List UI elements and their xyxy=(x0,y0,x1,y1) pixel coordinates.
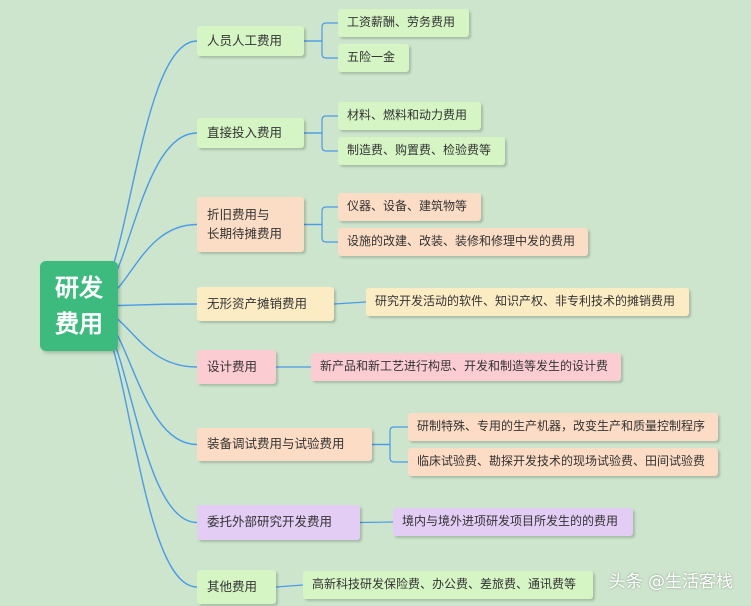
leaf-connector xyxy=(333,301,367,305)
branch-node[interactable]: 设计费用 xyxy=(197,350,276,384)
leaf-connector xyxy=(304,115,338,134)
leaf-node[interactable]: 境内与境外进项研发项目所发生的的费用 xyxy=(393,508,633,536)
leaf-connector xyxy=(304,132,338,152)
leaf-node[interactable]: 高新科技研发保险费、办公费、差旅费、通讯费等 xyxy=(303,571,593,599)
leaf-connector xyxy=(304,206,338,226)
leaf-node[interactable]: 五险一金 xyxy=(338,44,409,72)
branch-node[interactable]: 委托外部研究开发费用 xyxy=(197,505,360,540)
branch-node[interactable]: 装备调试费用与试验费用 xyxy=(197,428,372,461)
leaf-connector xyxy=(275,584,304,588)
leaf-connector xyxy=(372,426,408,446)
leaf-node[interactable]: 研制特殊、专用的生产机器，改变生产和质量控制程序 xyxy=(408,413,718,441)
branch-node[interactable]: 人员人工费用 xyxy=(197,26,304,56)
leaf-connector xyxy=(304,223,338,243)
leaf-node[interactable]: 新产品和新工艺进行构思、开发和制造等发生的设计费 xyxy=(311,353,621,381)
leaf-connector xyxy=(304,40,338,59)
branch-node[interactable]: 直接投入费用 xyxy=(197,118,304,148)
branch-node[interactable]: 无形资产摊销费用 xyxy=(197,287,334,321)
leaf-node[interactable]: 仪器、设备、建筑物等 xyxy=(338,193,481,221)
leaf-node[interactable]: 工资薪酬、劳务费用 xyxy=(338,9,469,37)
root-node[interactable]: 研发 费用 xyxy=(40,261,118,351)
leaf-node[interactable]: 制造费、购置费、检验费等 xyxy=(338,137,505,165)
branch-node[interactable]: 其他费用 xyxy=(197,570,276,604)
watermark: 头条 @生活客栈 xyxy=(608,572,733,592)
leaf-connector xyxy=(304,22,338,42)
leaf-node[interactable]: 设施的改建、改装、装修和修理中发的费用 xyxy=(338,228,588,256)
branch-node[interactable]: 折旧费用与 长期待摊费用 xyxy=(197,197,304,252)
leaf-node[interactable]: 研究开发活动的软件、知识产权、非专利技术的摊销费用 xyxy=(366,288,689,316)
leaf-node[interactable]: 临床试验费、勘探开发技术的现场试验费、田间试验费 xyxy=(408,448,718,476)
leaf-connector xyxy=(359,521,394,524)
leaf-node[interactable]: 材料、燃料和动力费用 xyxy=(338,102,481,130)
leaf-connector xyxy=(372,443,408,463)
